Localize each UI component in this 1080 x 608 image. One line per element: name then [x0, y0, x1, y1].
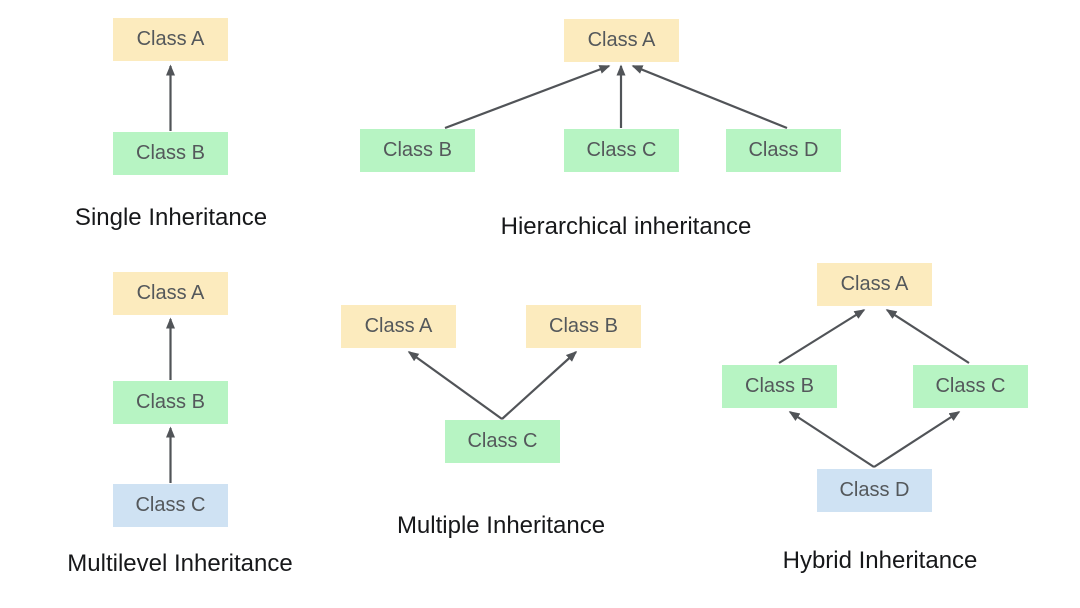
node-hierarchical-class-c: Class C	[564, 129, 679, 172]
node-multilevel-class-b: Class B	[113, 381, 228, 424]
edge-hybrid-d-to-c	[873, 411, 961, 468]
node-multiple-class-b: Class B	[526, 305, 641, 348]
node-hierarchical-class-a: Class A	[564, 19, 679, 62]
node-single-class-b: Class B	[113, 132, 228, 175]
caption-multiple-inheritance: Multiple Inheritance	[396, 512, 606, 539]
edge-hybrid-d-to-b	[788, 411, 875, 468]
node-hybrid-class-a: Class A	[817, 263, 932, 306]
node-multiple-class-c: Class C	[445, 420, 560, 463]
caption-multilevel-inheritance: Multilevel Inheritance	[67, 550, 293, 577]
node-multilevel-class-a: Class A	[113, 272, 228, 315]
node-hierarchical-class-b: Class B	[360, 129, 475, 172]
edge-multiple-c-to-b	[501, 350, 578, 420]
node-hybrid-class-c: Class C	[913, 365, 1028, 408]
node-multilevel-class-c: Class C	[113, 484, 228, 527]
caption-hierarchical-inheritance: Hierarchical inheritance	[500, 213, 752, 240]
node-hybrid-class-d: Class D	[817, 469, 932, 512]
edge-hybrid-c-to-a	[885, 309, 970, 364]
node-hybrid-class-b: Class B	[722, 365, 837, 408]
node-hierarchical-class-d: Class D	[726, 129, 841, 172]
caption-single-inheritance: Single Inheritance	[74, 204, 268, 231]
edge-multiple-c-to-a	[407, 351, 503, 420]
edge-hierarchical-b-to-a	[444, 64, 611, 130]
edge-hierarchical-d-to-a	[631, 64, 788, 130]
caption-hybrid-inheritance: Hybrid Inheritance	[782, 547, 978, 574]
node-multiple-class-a: Class A	[341, 305, 456, 348]
edge-hybrid-b-to-a	[778, 309, 866, 364]
node-single-class-a: Class A	[113, 18, 228, 61]
